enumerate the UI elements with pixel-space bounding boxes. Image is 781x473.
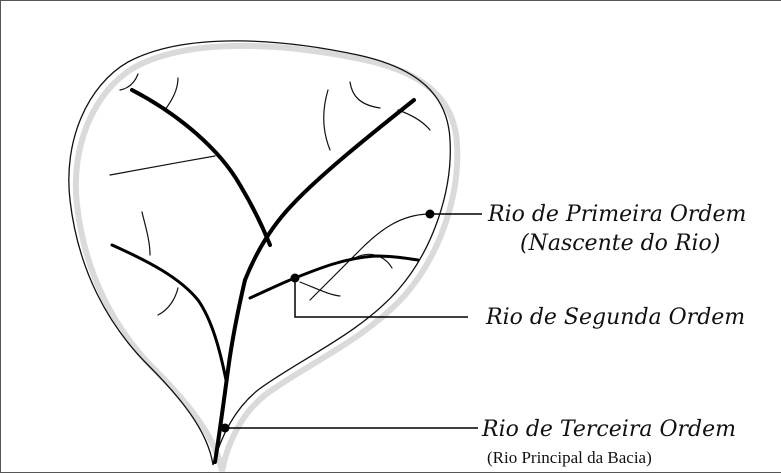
upper-left-branch (130, 88, 272, 247)
basin-outline (68, 40, 451, 466)
thin-stream (109, 155, 216, 176)
label-first-order-subtitle: (Nascente do Rio) (520, 231, 720, 256)
inner-contour (309, 213, 429, 301)
main-branch-upper (243, 98, 416, 282)
thin-stream (157, 287, 179, 316)
basin-shadow (72, 42, 461, 472)
dot-first-order (425, 209, 435, 219)
dot-third-order (220, 423, 230, 433)
thin-stream (323, 89, 331, 151)
left-branch (110, 243, 228, 382)
thin-stream (164, 77, 179, 111)
main-river (213, 278, 247, 464)
thin-stream (349, 81, 381, 109)
thin-stream (397, 109, 431, 131)
label-third-order-subtitle: (Rio Principal da Bacia) (487, 448, 652, 467)
label-first-order: Rio de Primeira Ordem (487, 202, 746, 227)
thin-stream (299, 281, 341, 297)
second-order-branch (248, 254, 420, 300)
thin-stream (141, 211, 151, 256)
label-second-order: Rio de Segunda Ordem (485, 305, 745, 330)
leader-second-order (294, 278, 468, 318)
dot-second-order (290, 273, 300, 283)
thin-stream (119, 73, 139, 91)
label-third-order: Rio de Terceira Ordem (481, 417, 736, 442)
